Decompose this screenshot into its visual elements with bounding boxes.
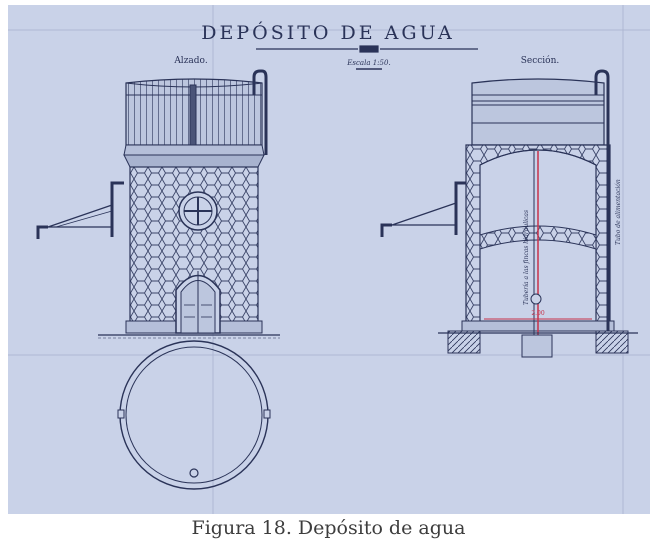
pipe-label: Tubería a las fincas hidráulicas xyxy=(523,210,530,305)
dimension-label: 2.00 xyxy=(531,310,545,317)
plan-view xyxy=(117,340,271,490)
elevation-view xyxy=(36,69,280,339)
elevation-label: Alzado. xyxy=(173,56,208,66)
blueprint-sheet: DEPÓSITO DE AGUA Escala 1:50. Alzado. Se… xyxy=(8,5,650,514)
scale-label: Escala 1:50. xyxy=(346,59,390,67)
figure-caption: Figura 18. Depósito de agua xyxy=(191,517,466,539)
section-label: Sección. xyxy=(521,55,560,66)
section-view: 2.00 Tubería a las fincas hidráulicas Tu… xyxy=(380,69,638,358)
drawing-title: DEPÓSITO DE AGUA xyxy=(201,21,454,44)
title-underline xyxy=(256,45,478,53)
feed-pipe-label: Tubo de alimentación xyxy=(615,179,622,245)
blueprint-drawing: DEPÓSITO DE AGUA Escala 1:50. Alzado. Se… xyxy=(8,5,650,514)
